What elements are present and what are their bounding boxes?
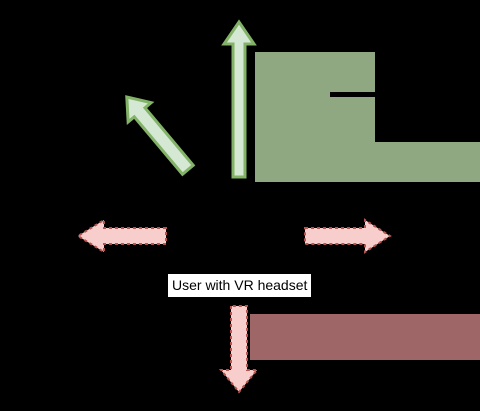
backward-zone-panel: [250, 314, 480, 360]
arrow-right: [304, 218, 392, 254]
user-label: User with VR headset: [168, 274, 312, 297]
arrow-down: [218, 305, 260, 394]
forward-zone-panel: [255, 52, 480, 182]
arrow-up-left: [125, 95, 196, 177]
arrow-up: [221, 19, 257, 179]
arrow-left: [76, 218, 167, 254]
